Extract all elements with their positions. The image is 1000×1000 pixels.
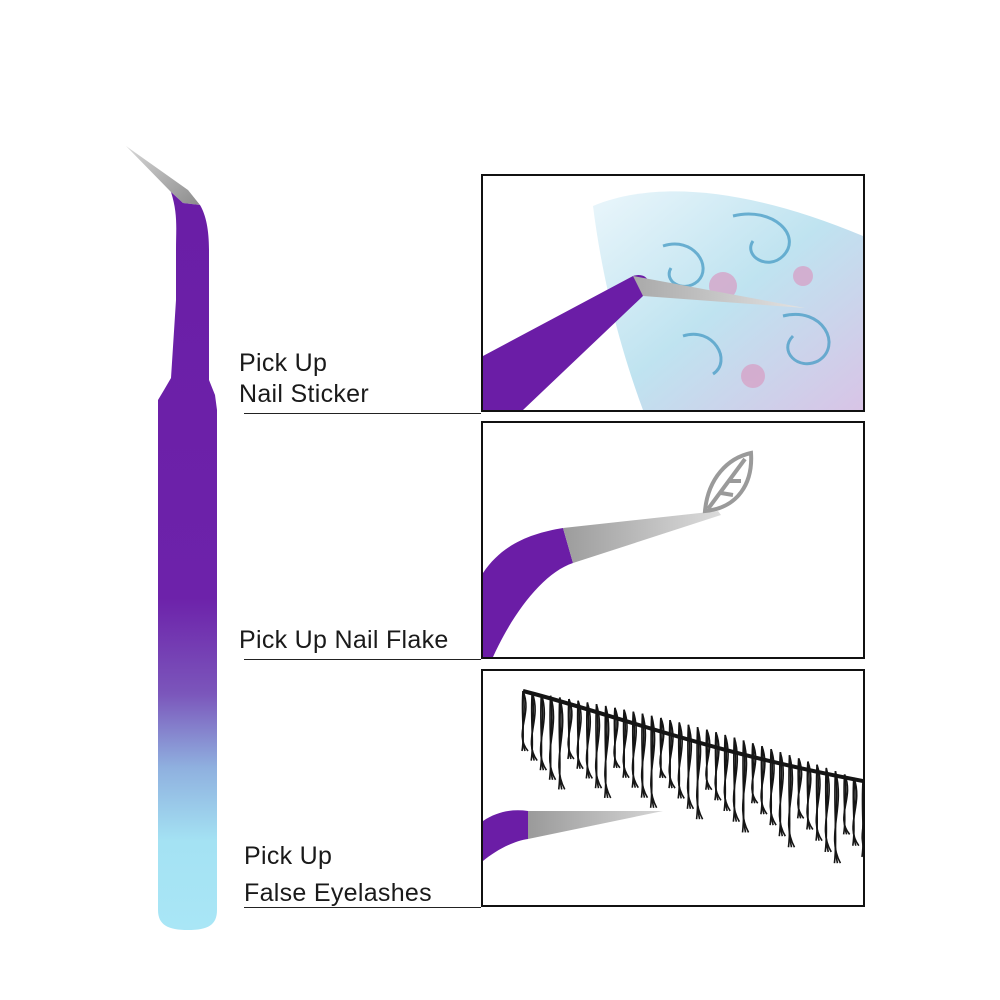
tweezer-steel-tip xyxy=(633,276,805,308)
caption-false-eyelashes-line1: Pick Up xyxy=(244,842,333,870)
tweezer-purple xyxy=(483,528,573,657)
nail-sticker-photo xyxy=(481,174,865,412)
tweezer-tip xyxy=(126,146,200,205)
tweezer-steel-tip xyxy=(528,811,663,839)
tweezer-steel-tip xyxy=(563,511,721,563)
nail-flake-photo xyxy=(481,421,865,659)
leaf-flake xyxy=(702,450,754,514)
caption-false-eyelashes-line2: False Eyelashes xyxy=(244,879,432,907)
false-eyelashes-photo xyxy=(481,669,865,907)
caption-underline xyxy=(244,413,481,414)
tweezer-purple xyxy=(483,275,650,410)
caption-nail-sticker: Pick Up Nail Sticker xyxy=(239,348,369,410)
caption-nail-flake-line1: Pick Up Nail Flake xyxy=(239,626,449,654)
eyelash-strip xyxy=(521,689,863,864)
caption-underline xyxy=(244,659,481,660)
caption-underline xyxy=(244,907,481,908)
caption-nail-flake: Pick Up Nail Flake xyxy=(239,625,449,656)
caption-false-eyelashes: Pick Up False Eyelashes xyxy=(244,841,432,909)
tweezer-purple xyxy=(483,810,528,861)
caption-nail-sticker-line1: Pick Up xyxy=(239,349,328,377)
tweezer-product-image xyxy=(126,146,217,930)
caption-nail-sticker-line2: Nail Sticker xyxy=(239,380,370,408)
